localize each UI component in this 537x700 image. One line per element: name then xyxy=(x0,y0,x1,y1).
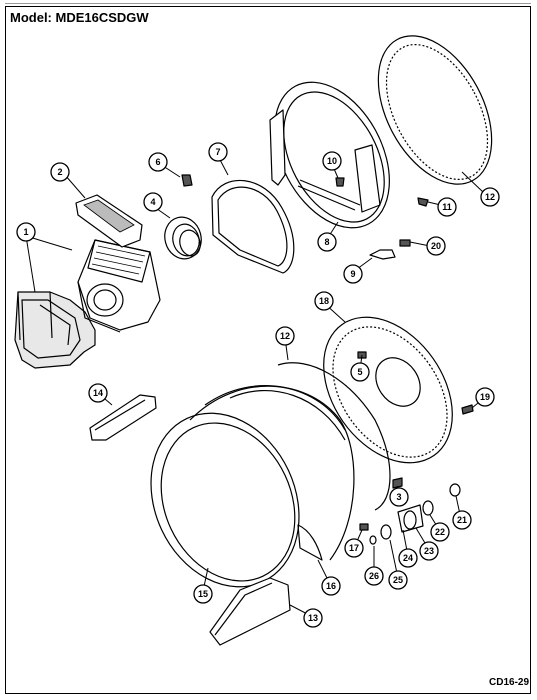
callout-14-label: 14 xyxy=(93,388,103,398)
callout-1-label: 1 xyxy=(23,227,28,237)
callout-24: 24 xyxy=(398,548,418,568)
callout-9: 9 xyxy=(343,264,363,284)
part-bracket-9 xyxy=(369,249,396,260)
part-clip-3 xyxy=(392,477,403,489)
callout-21-label: 21 xyxy=(457,515,467,525)
callout-21: 21 xyxy=(452,510,472,530)
top-rule xyxy=(5,0,531,4)
part-cover-13 xyxy=(209,577,291,646)
callout-20: 20 xyxy=(426,236,446,256)
part-rear-bulkhead xyxy=(323,316,453,464)
callout-12-lower-label: 12 xyxy=(280,331,290,341)
part-clip-6 xyxy=(181,174,193,187)
callout-6: 6 xyxy=(148,152,168,172)
callout-1: 1 xyxy=(16,222,36,242)
callout-18-label: 18 xyxy=(319,296,329,306)
callout-4-label: 4 xyxy=(150,197,155,207)
callout-15-label: 15 xyxy=(198,589,208,599)
model-label: Model: MDE16CSDGW xyxy=(10,10,149,25)
callout-16: 16 xyxy=(321,576,341,596)
part-seal-ring xyxy=(164,216,202,260)
callout-5-label: 5 xyxy=(357,367,362,377)
part-lint-duct xyxy=(77,239,161,333)
part-lint-filter xyxy=(75,194,143,248)
callout-4: 4 xyxy=(143,192,163,212)
part-drum-seal-lower xyxy=(277,362,391,511)
callout-11: 11 xyxy=(437,197,457,217)
callout-23: 23 xyxy=(419,541,439,561)
callout-8: 8 xyxy=(317,232,337,252)
part-front-bulkhead xyxy=(269,81,390,229)
callout-22-label: 22 xyxy=(435,527,445,537)
part-glide-14 xyxy=(89,394,157,441)
part-drum xyxy=(150,385,355,588)
callout-26: 26 xyxy=(364,566,384,586)
callout-17-label: 17 xyxy=(349,543,359,553)
callout-18: 18 xyxy=(314,291,334,311)
callout-19-label: 19 xyxy=(480,392,490,402)
callout-12-top-label: 12 xyxy=(485,192,495,202)
part-exhaust-duct xyxy=(14,291,96,369)
callout-10-label: 10 xyxy=(327,156,337,166)
callout-12-lower: 12 xyxy=(275,326,295,346)
callout-20-label: 20 xyxy=(431,241,441,251)
callout-24-label: 24 xyxy=(403,553,413,563)
callout-25-label: 25 xyxy=(393,575,403,585)
part-screw-11 xyxy=(417,197,429,207)
callout-14: 14 xyxy=(88,383,108,403)
callout-7: 7 xyxy=(208,142,228,162)
callout-3: 3 xyxy=(389,487,409,507)
part-drum-seal-top xyxy=(377,35,493,185)
part-door-seal xyxy=(211,179,295,274)
part-screw-10 xyxy=(335,177,345,187)
callout-12-top: 12 xyxy=(480,187,500,207)
callout-5: 5 xyxy=(350,362,370,382)
callout-7-label: 7 xyxy=(215,147,220,157)
callout-16-label: 16 xyxy=(326,581,336,591)
callout-8-label: 8 xyxy=(324,237,329,247)
callout-9-label: 9 xyxy=(350,269,355,279)
callout-26-label: 26 xyxy=(369,571,379,581)
callout-22: 22 xyxy=(430,522,450,542)
callout-10: 10 xyxy=(322,151,342,171)
diagram-frame xyxy=(5,6,531,694)
part-screw-20 xyxy=(399,239,411,247)
callout-25: 25 xyxy=(388,570,408,590)
part-screw-19 xyxy=(461,404,474,415)
diagram-code: CD16-29 xyxy=(489,677,530,688)
callout-17: 17 xyxy=(344,538,364,558)
callout-13-label: 13 xyxy=(308,613,318,623)
callout-2: 2 xyxy=(50,162,70,182)
callout-2-label: 2 xyxy=(57,167,62,177)
part-belt-16 xyxy=(297,524,323,561)
callout-15: 15 xyxy=(193,584,213,604)
callout-11-label: 11 xyxy=(442,202,452,212)
callout-19: 19 xyxy=(475,387,495,407)
callout-23-label: 23 xyxy=(424,546,434,556)
callout-6-label: 6 xyxy=(155,157,160,167)
callout-13: 13 xyxy=(303,608,323,628)
callout-3-label: 3 xyxy=(396,492,401,502)
part-idler-assembly xyxy=(359,483,461,545)
